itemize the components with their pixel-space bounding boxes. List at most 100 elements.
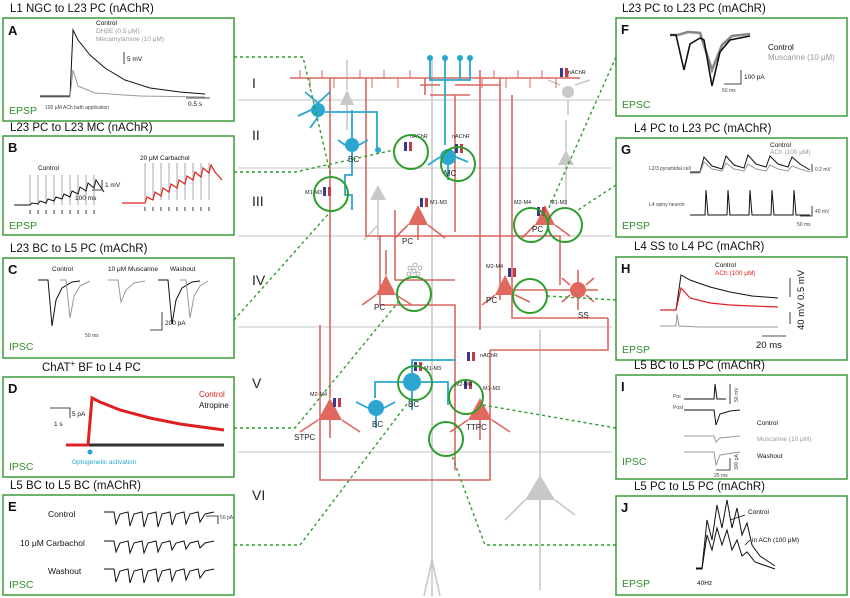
panel-a-scale-t-label: 0.5 s [188, 101, 203, 108]
mc-bouton-3 [457, 55, 463, 61]
panel-j-letter: J [621, 500, 628, 515]
axon-loop-4 [511, 95, 608, 319]
panel-d-stim-marker [87, 449, 93, 455]
nachr-marker-l1 [560, 68, 563, 77]
guide-d [234, 299, 401, 429]
panel-b-stim-lines [29, 163, 210, 205]
rcpt-nachr-l1: nAChR [568, 70, 586, 76]
panel-i-scale2-label: 300 pA [734, 453, 740, 470]
panel-e-frame [2, 494, 235, 596]
layer-iii: III [252, 193, 264, 209]
rcpt-m1m3-bc-l5: M1-M3 [424, 366, 441, 372]
panel-h-scale1-label: 0.5 mV [796, 269, 807, 300]
panel-a: L1 NGC to L23 PC (nAChR) A Control DHβE … [2, 3, 235, 122]
panel-j-type: EPSP [622, 578, 650, 590]
layer-iv: IV [252, 272, 266, 288]
panel-b-label-control: Control [38, 165, 60, 172]
nachr-marker-bc [404, 142, 407, 151]
ghost-l3-process [363, 200, 379, 241]
axon-loop-2 [379, 235, 456, 470]
ghost-ngc-process [547, 79, 591, 115]
panel-e-letter: E [8, 499, 17, 514]
pc-somata [299, 205, 598, 440]
bc-l23-processes [337, 110, 369, 210]
panel-h-type: EPSP [622, 344, 650, 356]
cell-label-pc-l23: PC [402, 237, 413, 246]
ghost-l3-cell [370, 185, 386, 200]
pc-tufts [290, 70, 580, 398]
pc-l4-left-dendrites [361, 250, 413, 306]
mc-bouton-1 [427, 55, 433, 61]
rcpt-m1m3-l23: M1-M3 [550, 200, 567, 206]
panel-c-label-control: Control [52, 266, 74, 273]
m2m4-marker-l4 [508, 268, 511, 277]
rcpt-m2m4-l5: M2-M4 [455, 382, 472, 388]
stpc-basal [299, 419, 361, 438]
guide-f [547, 56, 617, 211]
guide-e [234, 399, 411, 546]
panel-d-legend-control: Control [199, 390, 225, 399]
bc-l5b-soma [368, 400, 384, 416]
panel-g-scale2 [800, 206, 813, 217]
ngc-processes [297, 91, 378, 150]
cell-label-bc-l5a: BC [408, 400, 419, 409]
bc-l5a-processes [374, 359, 456, 410]
panel-e-type: IPSC [9, 579, 34, 591]
m1m3-marker-l3-b [328, 187, 331, 196]
rcpt-m1m3-pc: M1-M3 [430, 200, 447, 206]
panel-c-letter: C [8, 262, 18, 277]
panel-a-scale-v-label: 5 mV [127, 56, 143, 63]
rcpt-nachr-l5: nAChR [480, 353, 498, 359]
panel-d-trace-control [66, 395, 225, 447]
panel-g-scale-t-label: 50 ms [797, 222, 811, 228]
highlight-c [393, 134, 429, 170]
nachr-marker-l1b [565, 68, 568, 77]
panel-c-type: IPSC [9, 341, 34, 353]
cell-label-ttpc: TTPC [466, 423, 487, 432]
panel-a-type: EPSP [9, 105, 37, 117]
stpc-soma [318, 398, 342, 420]
panel-b-scale-t-label: 100 ms [75, 195, 97, 202]
panel-e-title: L5 BC to L5 BC (mAChR) [10, 480, 141, 492]
tuft-spines [299, 70, 569, 88]
axon-loop-5 [319, 325, 491, 481]
panel-e-label-carbachol: 10 μM Carbachol [20, 538, 85, 548]
panel-f-frame [615, 17, 848, 117]
panel-i-type: IPSC [622, 456, 647, 468]
panel-d-title: ChAT+BF to L4 PC [42, 359, 141, 374]
m2m4-marker-l23 [537, 207, 540, 216]
panel-h-trace-spike [660, 313, 778, 328]
panel-h-legend-ach: ACh (100 μM) [715, 270, 756, 277]
panel-c-trace-washout-1 [158, 279, 201, 325]
nachr-marker-mc-b [460, 144, 463, 153]
panel-j-leader-lines [729, 514, 751, 546]
panel-d-stim-label: Optogenetic activation [72, 459, 137, 466]
highlight-d [396, 276, 432, 312]
panel-e-trace-carbachol [104, 540, 215, 555]
guide-i [482, 404, 617, 429]
ghost-l1-cell [340, 90, 354, 105]
panel-c-scale [150, 312, 163, 331]
panel-h-scale2-label: 40 mV [796, 302, 807, 330]
layer-vi: VI [252, 487, 265, 503]
panel-b-trace-control [14, 178, 105, 206]
ghost-apical-dendrite [423, 60, 441, 597]
apical-trunks [329, 70, 501, 398]
panel-b-scale [92, 180, 103, 191]
tuft-mid [420, 84, 500, 96]
panel-g: L4 PC to L23 PC (mAChR) G Control ACh (1… [615, 123, 848, 238]
nachr-marker-mc [455, 144, 458, 153]
guide-a [234, 56, 332, 178]
cell-label-ss: SS [578, 311, 589, 320]
ghost-l23-cell [558, 150, 574, 165]
panel-i-title: L5 BC to L5 PC (mAChR) [634, 360, 765, 372]
panel-j-trace-control [696, 499, 776, 569]
panel-j-trace-ach [696, 526, 776, 570]
ss-dendrites [561, 270, 598, 310]
panel-d: ChAT+BF to L4 PC D Control Atropine 5 pA… [2, 359, 235, 478]
pc-l4-left-soma [376, 275, 396, 295]
mc-bouton-4 [467, 55, 473, 61]
ss-soma [570, 282, 586, 298]
panel-i-trace-control [684, 409, 741, 426]
panel-g-legend-control: Control [770, 142, 792, 149]
